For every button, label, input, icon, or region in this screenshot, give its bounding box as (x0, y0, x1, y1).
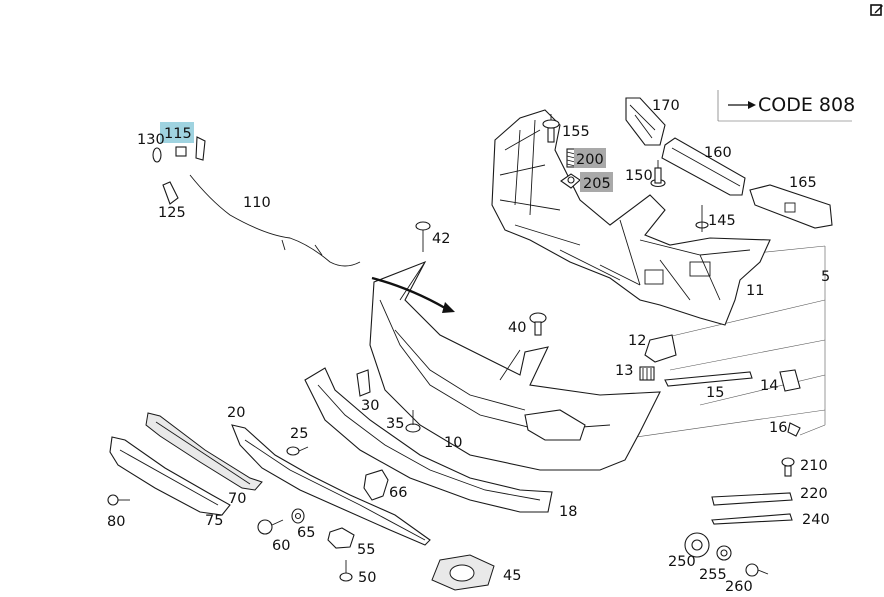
code-808-callout: CODE 808 (728, 94, 855, 116)
direction-arrow (371, 276, 455, 313)
label-220[interactable]: 220 (800, 486, 828, 502)
label-150[interactable]: 150 (625, 168, 653, 184)
label-115[interactable]: 115 (164, 126, 192, 142)
label-10[interactable]: 10 (444, 435, 462, 451)
highlight-200 (574, 148, 606, 168)
part-number-labels: 115 130 125 110 42 40 155 200 205 170 16… (107, 98, 830, 595)
screw-260[interactable] (745, 563, 769, 577)
screw-25[interactable] (286, 446, 309, 456)
cover-14[interactable] (779, 369, 801, 392)
edit-icon[interactable] (870, 2, 884, 16)
guide-lines (614, 90, 852, 441)
label-45[interactable]: 45 (503, 568, 521, 584)
label-25[interactable]: 25 (290, 426, 308, 442)
label-155[interactable]: 155 (562, 124, 590, 140)
label-70[interactable]: 70 (228, 491, 246, 507)
part-75-trim-panel[interactable] (109, 436, 231, 516)
gear-250[interactable] (684, 532, 710, 558)
spring-200[interactable] (566, 148, 576, 168)
label-20[interactable]: 20 (227, 405, 245, 421)
label-30[interactable]: 30 (361, 398, 379, 414)
clip-55[interactable] (327, 527, 355, 549)
label-14[interactable]: 14 (760, 378, 778, 394)
label-18[interactable]: 18 (559, 504, 577, 520)
sensor-115[interactable] (175, 136, 206, 161)
label-130[interactable]: 130 (137, 132, 165, 148)
label-205[interactable]: 205 (583, 176, 611, 192)
label-65[interactable]: 65 (297, 525, 315, 541)
label-50[interactable]: 50 (358, 570, 376, 586)
label-66[interactable]: 66 (389, 485, 407, 501)
ring-130[interactable] (152, 147, 162, 163)
bracket-30[interactable] (356, 369, 371, 397)
label-110[interactable]: 110 (243, 195, 271, 211)
highlight-205 (580, 172, 613, 192)
clip-66[interactable] (363, 469, 389, 501)
label-125[interactable]: 125 (158, 205, 186, 221)
label-170[interactable]: 170 (652, 98, 680, 114)
part-11-carrier[interactable] (491, 109, 771, 326)
part-170-bracket[interactable] (625, 97, 666, 146)
label-210[interactable]: 210 (800, 458, 828, 474)
screw-80[interactable] (107, 494, 130, 506)
washer-255[interactable] (716, 545, 732, 561)
label-75[interactable]: 75 (205, 513, 223, 529)
clip-16[interactable] (787, 422, 801, 437)
bracket-12[interactable] (644, 334, 677, 363)
part-160-absorber[interactable] (661, 137, 746, 196)
label-11[interactable]: 11 (746, 283, 764, 299)
label-260[interactable]: 260 (725, 579, 753, 595)
washer-65[interactable] (291, 508, 305, 524)
part-70-center-grille[interactable] (231, 424, 431, 546)
label-55[interactable]: 55 (357, 542, 375, 558)
part-165-absorber-end[interactable] (749, 184, 833, 229)
label-250[interactable]: 250 (668, 554, 696, 570)
label-200[interactable]: 200 (576, 152, 604, 168)
label-35[interactable]: 35 (386, 416, 404, 432)
harness-110[interactable] (189, 174, 361, 267)
label-40[interactable]: 40 (508, 320, 526, 336)
bracket-220[interactable] (711, 492, 793, 506)
part-18-lower-spoiler[interactable] (304, 367, 553, 513)
bracket-240[interactable] (711, 513, 793, 525)
strip-15[interactable] (664, 371, 753, 387)
screw-50[interactable] (339, 560, 353, 582)
fog-grille-45[interactable] (431, 554, 495, 591)
part-20-trim-strip[interactable] (145, 412, 263, 491)
label-60[interactable]: 60 (272, 538, 290, 554)
label-255[interactable]: 255 (699, 567, 727, 583)
spring-13[interactable] (639, 366, 655, 381)
part-10-bumper-cover[interactable] (369, 260, 661, 471)
label-160[interactable]: 160 (704, 145, 732, 161)
code-808-label: CODE 808 (758, 94, 855, 116)
label-145[interactable]: 145 (708, 213, 736, 229)
label-15[interactable]: 15 (706, 385, 724, 401)
label-13[interactable]: 13 (615, 363, 633, 379)
highlight-115 (160, 122, 194, 143)
label-80[interactable]: 80 (107, 514, 125, 530)
holder-125[interactable] (162, 181, 179, 205)
bolt-150[interactable] (650, 160, 666, 188)
bolt-42[interactable] (415, 221, 431, 252)
screw-155[interactable] (542, 114, 560, 143)
bolt-35[interactable] (405, 410, 421, 433)
label-12[interactable]: 12 (628, 333, 646, 349)
label-42[interactable]: 42 (432, 231, 450, 247)
bolt-145[interactable] (695, 205, 709, 232)
label-165[interactable]: 165 (789, 175, 817, 191)
screw-60[interactable] (257, 519, 284, 535)
label-240[interactable]: 240 (802, 512, 830, 528)
screw-210[interactable] (781, 457, 795, 477)
label-5[interactable]: 5 (821, 269, 830, 285)
label-16[interactable]: 16 (769, 420, 787, 436)
screw-40[interactable] (529, 312, 547, 336)
